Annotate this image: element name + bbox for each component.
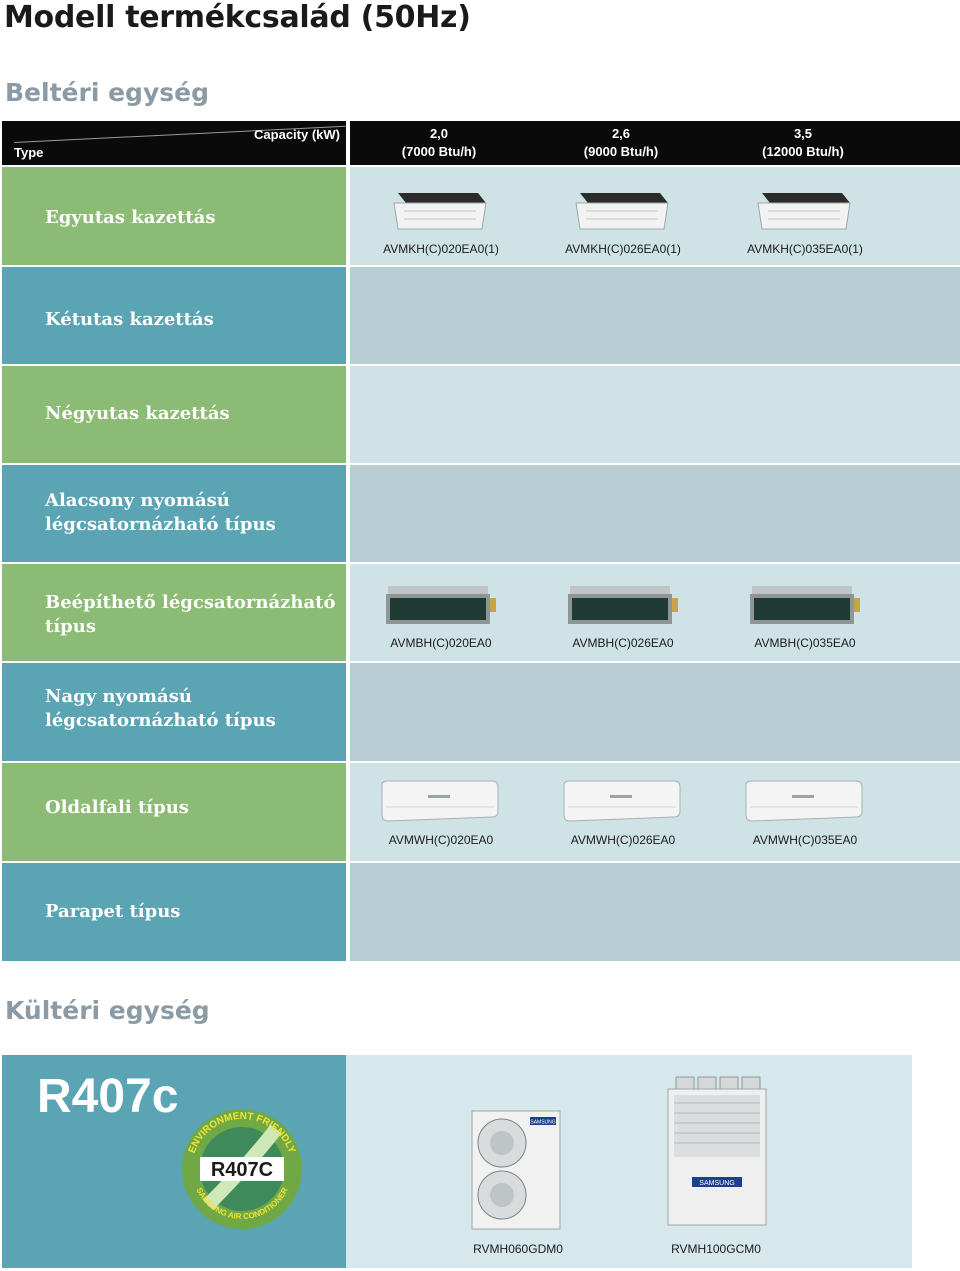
refrigerant-label: R407c bbox=[37, 1070, 179, 1123]
wall-unit-image bbox=[381, 780, 499, 822]
outdoor-model-code: RVMH060GDM0 bbox=[473, 1242, 563, 1256]
model-code: AVMBH(C)026EA0 bbox=[572, 636, 674, 650]
model-code: AVMKH(C)035EA0(1) bbox=[747, 242, 863, 256]
row-label-text: Oldalfali típus bbox=[45, 797, 189, 818]
capacity-btu: (7000 Btu/h) bbox=[401, 144, 477, 159]
header-separator bbox=[346, 121, 350, 165]
capacity-column-2: 2,6 (9000 Btu/h) bbox=[531, 125, 711, 161]
ducted-unit-image bbox=[750, 586, 860, 624]
table-row: Parapet típus bbox=[2, 863, 960, 961]
capacity-column-1: 2,0 (7000 Btu/h) bbox=[349, 125, 529, 161]
capacity-column-3: 3,5 (12000 Btu/h) bbox=[713, 125, 893, 161]
wall-unit-image bbox=[745, 780, 863, 822]
brand-label: SAMSUNG bbox=[699, 1180, 734, 1187]
row-body bbox=[350, 267, 960, 364]
model-code: AVMBH(C)035EA0 bbox=[754, 636, 856, 650]
row-label-line: Beépíthető légcsatornázható bbox=[45, 592, 336, 613]
row-label-line: Nagy nyomású bbox=[45, 686, 192, 707]
outdoor-section-heading: Kültéri egység bbox=[5, 996, 210, 1025]
row-label-text: Parapet típus bbox=[45, 901, 181, 922]
row-body bbox=[350, 366, 960, 463]
type-header: Type bbox=[14, 145, 44, 160]
row-body: AVMBH(C)020EA0 AVMBH(C)026EA0 AVMBH(C)03… bbox=[350, 564, 960, 661]
table-row: Oldalfali típus AVMWH(C)020EA0 AVMWH(C)0… bbox=[2, 763, 960, 861]
row-label-text: Egyutas kazettás bbox=[45, 207, 216, 228]
model-code: AVMWH(C)035EA0 bbox=[752, 833, 858, 847]
outdoor-unit-small-image: SAMSUNG bbox=[471, 1110, 561, 1230]
brand-label: SAMSUNG bbox=[530, 1120, 555, 1126]
model-code: AVMWH(C)020EA0 bbox=[388, 833, 494, 847]
indoor-section-heading: Beltéri egység bbox=[5, 78, 209, 107]
row-label-line: Alacsony nyomású bbox=[45, 490, 230, 511]
model-code: AVMWH(C)026EA0 bbox=[570, 833, 676, 847]
cassette-unit-image bbox=[393, 193, 487, 230]
badge-center-text: R407C bbox=[211, 1159, 273, 1181]
cassette-unit-image bbox=[575, 193, 669, 230]
row-label-line: légcsatornázható típus bbox=[45, 710, 276, 731]
row-label: Nagy nyomású légcsatornázható típus bbox=[2, 663, 346, 761]
capacity-kw: 3,5 bbox=[793, 126, 813, 141]
table-row: Egyutas kazettás AVMKH(C)020EA0(1) AVMKH… bbox=[2, 167, 960, 265]
row-body: AVMKH(C)020EA0(1) AVMKH(C)026EA0(1) AVMK… bbox=[350, 167, 960, 265]
row-body bbox=[350, 663, 960, 761]
ducted-unit-image bbox=[386, 586, 496, 624]
row-label-line: légcsatornázható típus bbox=[45, 514, 276, 535]
cassette-unit-image bbox=[757, 193, 851, 230]
row-body bbox=[350, 863, 960, 961]
table-row: Kétutas kazettás bbox=[2, 267, 960, 364]
row-label: Oldalfali típus bbox=[2, 763, 346, 861]
page-title: Modell termékcsalád (50Hz) bbox=[4, 0, 471, 35]
environment-friendly-badge-icon: ENVIRONMENT FRIENDLY SAMSUNG AIR CONDITI… bbox=[182, 1109, 302, 1229]
capacity-btu: (12000 Btu/h) bbox=[762, 144, 844, 159]
row-label-text: Négyutas kazettás bbox=[45, 403, 230, 424]
table-row: Beépíthető légcsatornázható típus AVMBH(… bbox=[2, 564, 960, 661]
row-label: Beépíthető légcsatornázható típus bbox=[2, 564, 346, 661]
table-row: Négyutas kazettás bbox=[2, 366, 960, 463]
wall-unit-image bbox=[563, 780, 681, 822]
refrigerant-panel: R407c ENVIRONMENT FRIENDLY SAMSUNG AIR C… bbox=[2, 1055, 346, 1268]
capacity-kw: 2,6 bbox=[611, 126, 631, 141]
row-label-line: típus bbox=[45, 616, 96, 637]
row-label: Egyutas kazettás bbox=[2, 167, 346, 265]
table-row: Alacsony nyomású légcsatornázható típus bbox=[2, 465, 960, 562]
row-label: Alacsony nyomású légcsatornázható típus bbox=[2, 465, 346, 562]
row-label-text: Kétutas kazettás bbox=[45, 309, 214, 330]
model-code: AVMKH(C)026EA0(1) bbox=[565, 242, 681, 256]
capacity-header: Capacity (kW) bbox=[254, 127, 340, 142]
table-row: Nagy nyomású légcsatornázható típus bbox=[2, 663, 960, 761]
row-body bbox=[350, 465, 960, 562]
capacity-btu: (9000 Btu/h) bbox=[583, 144, 659, 159]
capacity-kw: 2,0 bbox=[429, 126, 449, 141]
table-header: Type Capacity (kW) 2,0 (7000 Btu/h) 2,6 … bbox=[2, 121, 960, 165]
outdoor-model-code: RVMH100GCM0 bbox=[671, 1242, 761, 1256]
row-label: Parapet típus bbox=[2, 863, 346, 961]
outdoor-unit-large-image: SAMSUNG bbox=[667, 1076, 767, 1226]
model-code: AVMBH(C)020EA0 bbox=[390, 636, 492, 650]
row-label: Kétutas kazettás bbox=[2, 267, 346, 364]
outdoor-panel: R407c ENVIRONMENT FRIENDLY SAMSUNG AIR C… bbox=[2, 1055, 912, 1268]
model-code: AVMKH(C)020EA0(1) bbox=[383, 242, 499, 256]
row-body: AVMWH(C)020EA0 AVMWH(C)026EA0 AVMWH(C)03… bbox=[350, 763, 960, 861]
row-label: Négyutas kazettás bbox=[2, 366, 346, 463]
ducted-unit-image bbox=[568, 586, 678, 624]
